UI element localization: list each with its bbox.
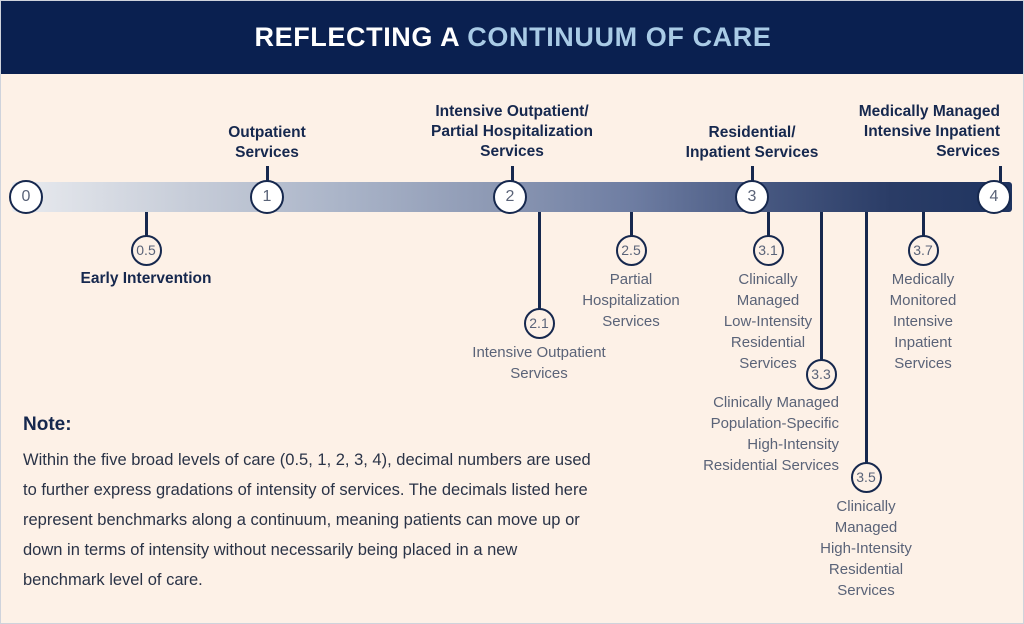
top-label-level-2: Intensive Outpatient/ Partial Hospitaliz… (431, 103, 593, 160)
sub-level-stem-2.5 (629, 212, 633, 250)
sub-level-stem-0.5 (144, 212, 148, 250)
sub-level-stem-3.3 (819, 212, 823, 374)
sub-level-marker-3.1[interactable]: 3.1 (752, 234, 784, 266)
page-title-part2: CONTINUUM OF CARE (467, 22, 772, 52)
note-heading: Note: (23, 414, 72, 435)
sub-level-marker-2.1[interactable]: 2.1 (523, 307, 555, 339)
top-label-stem-2 (510, 166, 514, 184)
sub-level-label-2.1: Intensive Outpatient Services (472, 344, 606, 382)
level-marker-2[interactable]: 2 (493, 180, 527, 214)
sub-level-marker-3.3[interactable]: 3.3 (805, 358, 837, 390)
sub-level-marker-2.5[interactable]: 2.5 (615, 234, 647, 266)
sub-level-label-3.7: Medically Monitored Intensive Inpatient … (889, 271, 957, 372)
sub-level-label-3.1: Clinically Managed Low-Intensity Residen… (723, 271, 813, 372)
level-marker-1[interactable]: 1 (250, 180, 284, 214)
top-label-stem-3 (750, 166, 754, 184)
top-label-level-3: Residential/ Inpatient Services (685, 124, 819, 161)
sub-level-marker-3.5[interactable]: 3.5 (850, 461, 882, 493)
top-label-stem-4 (998, 166, 1002, 184)
sub-level-marker-3.7[interactable]: 3.7 (907, 234, 939, 266)
note-body: Within the five broad levels of care (0.… (23, 451, 591, 589)
top-label-stem-1 (265, 166, 269, 184)
note-block: Note: Within the five broad levels of ca… (23, 414, 603, 595)
top-label-level-4: Medically Managed Intensive Inpatient Se… (858, 103, 1000, 160)
sub-level-marker-0.5[interactable]: 0.5 (130, 234, 162, 266)
sub-level-stem-3.1 (766, 212, 770, 250)
level-marker-0[interactable]: 0 (9, 180, 43, 214)
header-bar: REFLECTING A CONTINUUM OF CARE (1, 1, 1023, 74)
sub-level-label-2.5: Partial Hospitalization Services (582, 271, 680, 330)
sub-level-stem-2.1 (537, 212, 541, 323)
sub-level-label-0.5: Early Intervention (80, 270, 212, 287)
level-marker-3[interactable]: 3 (735, 180, 769, 214)
top-label-level-1: Outpatient Services (228, 124, 306, 161)
page-title-part1: REFLECTING A (254, 22, 468, 52)
sub-level-stem-3.5 (864, 212, 868, 477)
level-marker-4[interactable]: 4 (977, 180, 1011, 214)
sub-level-stem-3.7 (921, 212, 925, 250)
page-title: REFLECTING A CONTINUUM OF CARE (255, 22, 772, 53)
sub-level-label-3.5: Clinically Managed High-Intensity Reside… (820, 498, 912, 599)
sub-level-label-3.3: Clinically Managed Population-Specific H… (703, 394, 839, 474)
